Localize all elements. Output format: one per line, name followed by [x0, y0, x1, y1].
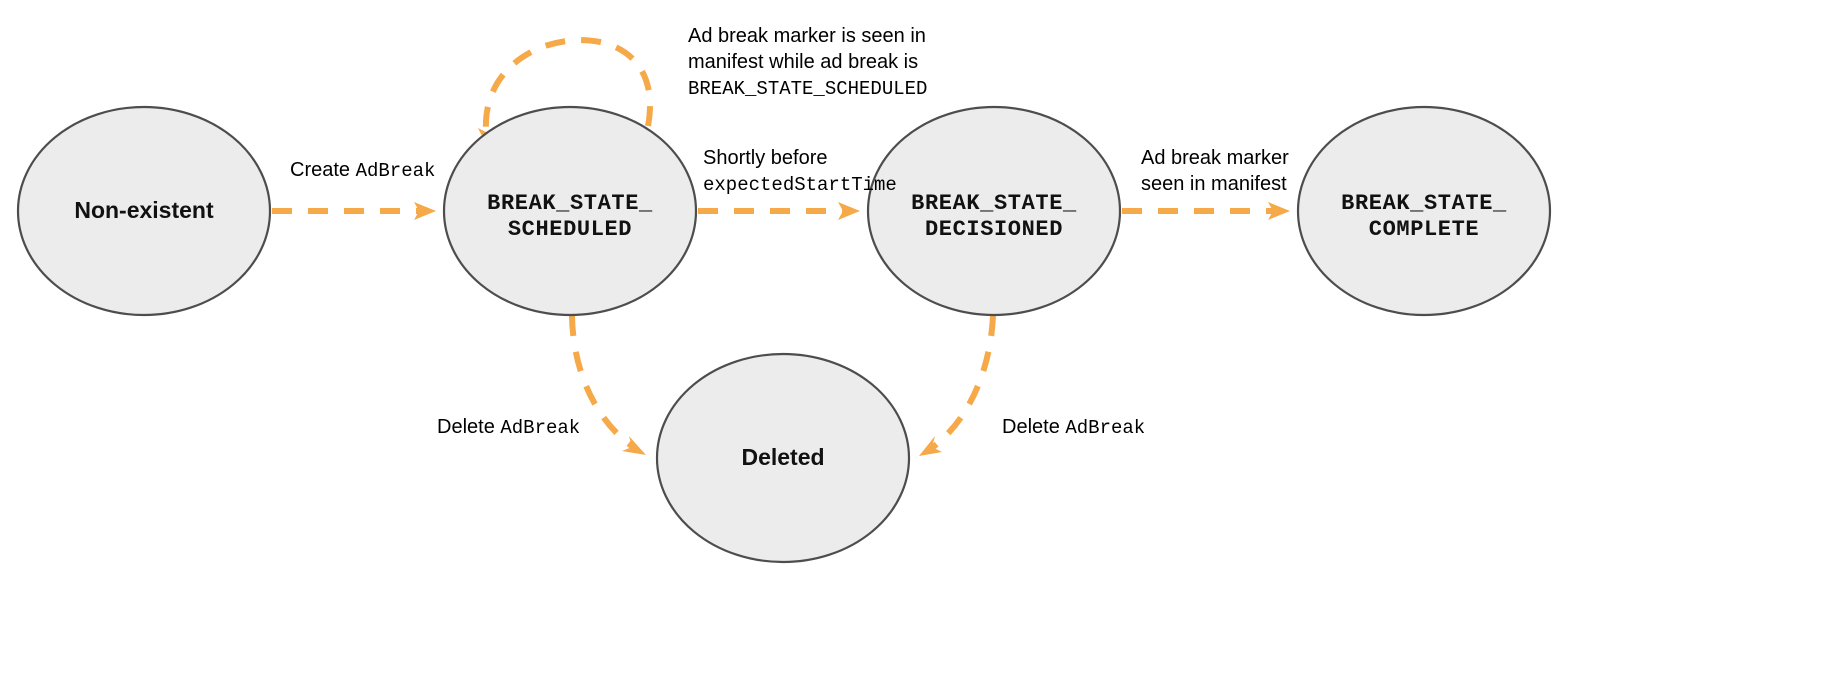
edge-label-self-loop-scheduled: Ad break marker is seen in manifest while… [688, 23, 927, 102]
node-label-scheduled-line2: SCHEDULED [508, 217, 632, 242]
edge-create-adbreak [272, 202, 436, 220]
edge-label-text: Create [290, 159, 356, 181]
node-shape-complete[interactable] [1296, 105, 1552, 317]
edge-label-text: Ad break marker [1141, 147, 1289, 169]
edge-label-text: manifest while ad break is [688, 51, 919, 73]
node-decisioned[interactable]: BREAK_STATE_ DECISIONED [866, 105, 1122, 317]
edge-scheduled-to-deleted [569, 315, 646, 455]
edge-label-text: Ad break marker is seen in [688, 25, 926, 47]
edge-label-create-adbreak: Create AdBreak [290, 157, 435, 184]
edge-label-scheduled-to-deleted: Delete AdBreak [437, 414, 580, 441]
edge-label-decisioned-to-deleted: Delete AdBreak [1002, 414, 1145, 441]
node-complete[interactable]: BREAK_STATE_ COMPLETE [1296, 105, 1552, 317]
node-shape-deleted[interactable] [655, 352, 911, 564]
edge-label-text: Delete [437, 416, 501, 438]
node-scheduled[interactable]: BREAK_STATE_ SCHEDULED [442, 105, 698, 317]
edge-label-line1: Delete AdBreak [437, 414, 580, 441]
node-label-complete-line1: BREAK_STATE_ [1341, 191, 1507, 216]
edge-label-line1: Ad break marker [1141, 145, 1289, 171]
edge-label-code: BREAK_STATE_SCHEDULED [688, 78, 928, 100]
node-label-decisioned-line1: BREAK_STATE_ [911, 191, 1077, 216]
edge-label-decisioned-to-complete: Ad break marker seen in manifest [1141, 145, 1289, 197]
edge-label-code: AdBreak [500, 417, 581, 439]
edge-label-line1: Shortly before [703, 145, 897, 171]
edge-label-line1: Delete AdBreak [1002, 414, 1145, 441]
edge-label-line2: seen in manifest [1141, 171, 1289, 197]
edge-label-code: AdBreak [355, 160, 436, 182]
edge-label-scheduled-to-decisioned: Shortly before expectedStartTime [703, 145, 897, 198]
node-shape-non-existent[interactable] [16, 105, 272, 317]
node-label-scheduled-line1: BREAK_STATE_ [487, 191, 653, 216]
node-non-existent[interactable]: Non-existent [16, 105, 272, 317]
edge-label-line1: Create AdBreak [290, 157, 435, 184]
edge-label-text: seen in manifest [1141, 173, 1287, 195]
edge-label-line3: BREAK_STATE_SCHEDULED [688, 75, 927, 102]
node-shape-decisioned[interactable] [866, 105, 1122, 317]
edge-decisioned-to-deleted [919, 315, 996, 456]
node-label-decisioned-line2: DECISIONED [925, 217, 1063, 242]
edge-label-line2: manifest while ad break is [688, 49, 927, 75]
node-label-complete-line2: COMPLETE [1369, 217, 1479, 242]
edge-label-text: Shortly before [703, 147, 828, 169]
node-label-non-existent: Non-existent [74, 197, 214, 223]
edge-scheduled-to-decisioned [698, 202, 860, 220]
edge-label-code: expectedStartTime [703, 174, 897, 196]
node-deleted[interactable]: Deleted [655, 352, 911, 564]
edge-label-line2: expectedStartTime [703, 171, 897, 198]
edge-decisioned-to-complete [1122, 202, 1290, 220]
node-label-deleted: Deleted [741, 444, 824, 470]
edge-label-text: Delete [1002, 416, 1066, 438]
edge-label-code: AdBreak [1065, 417, 1146, 439]
edge-label-line1: Ad break marker is seen in [688, 23, 927, 49]
node-shape-scheduled[interactable] [442, 105, 698, 317]
